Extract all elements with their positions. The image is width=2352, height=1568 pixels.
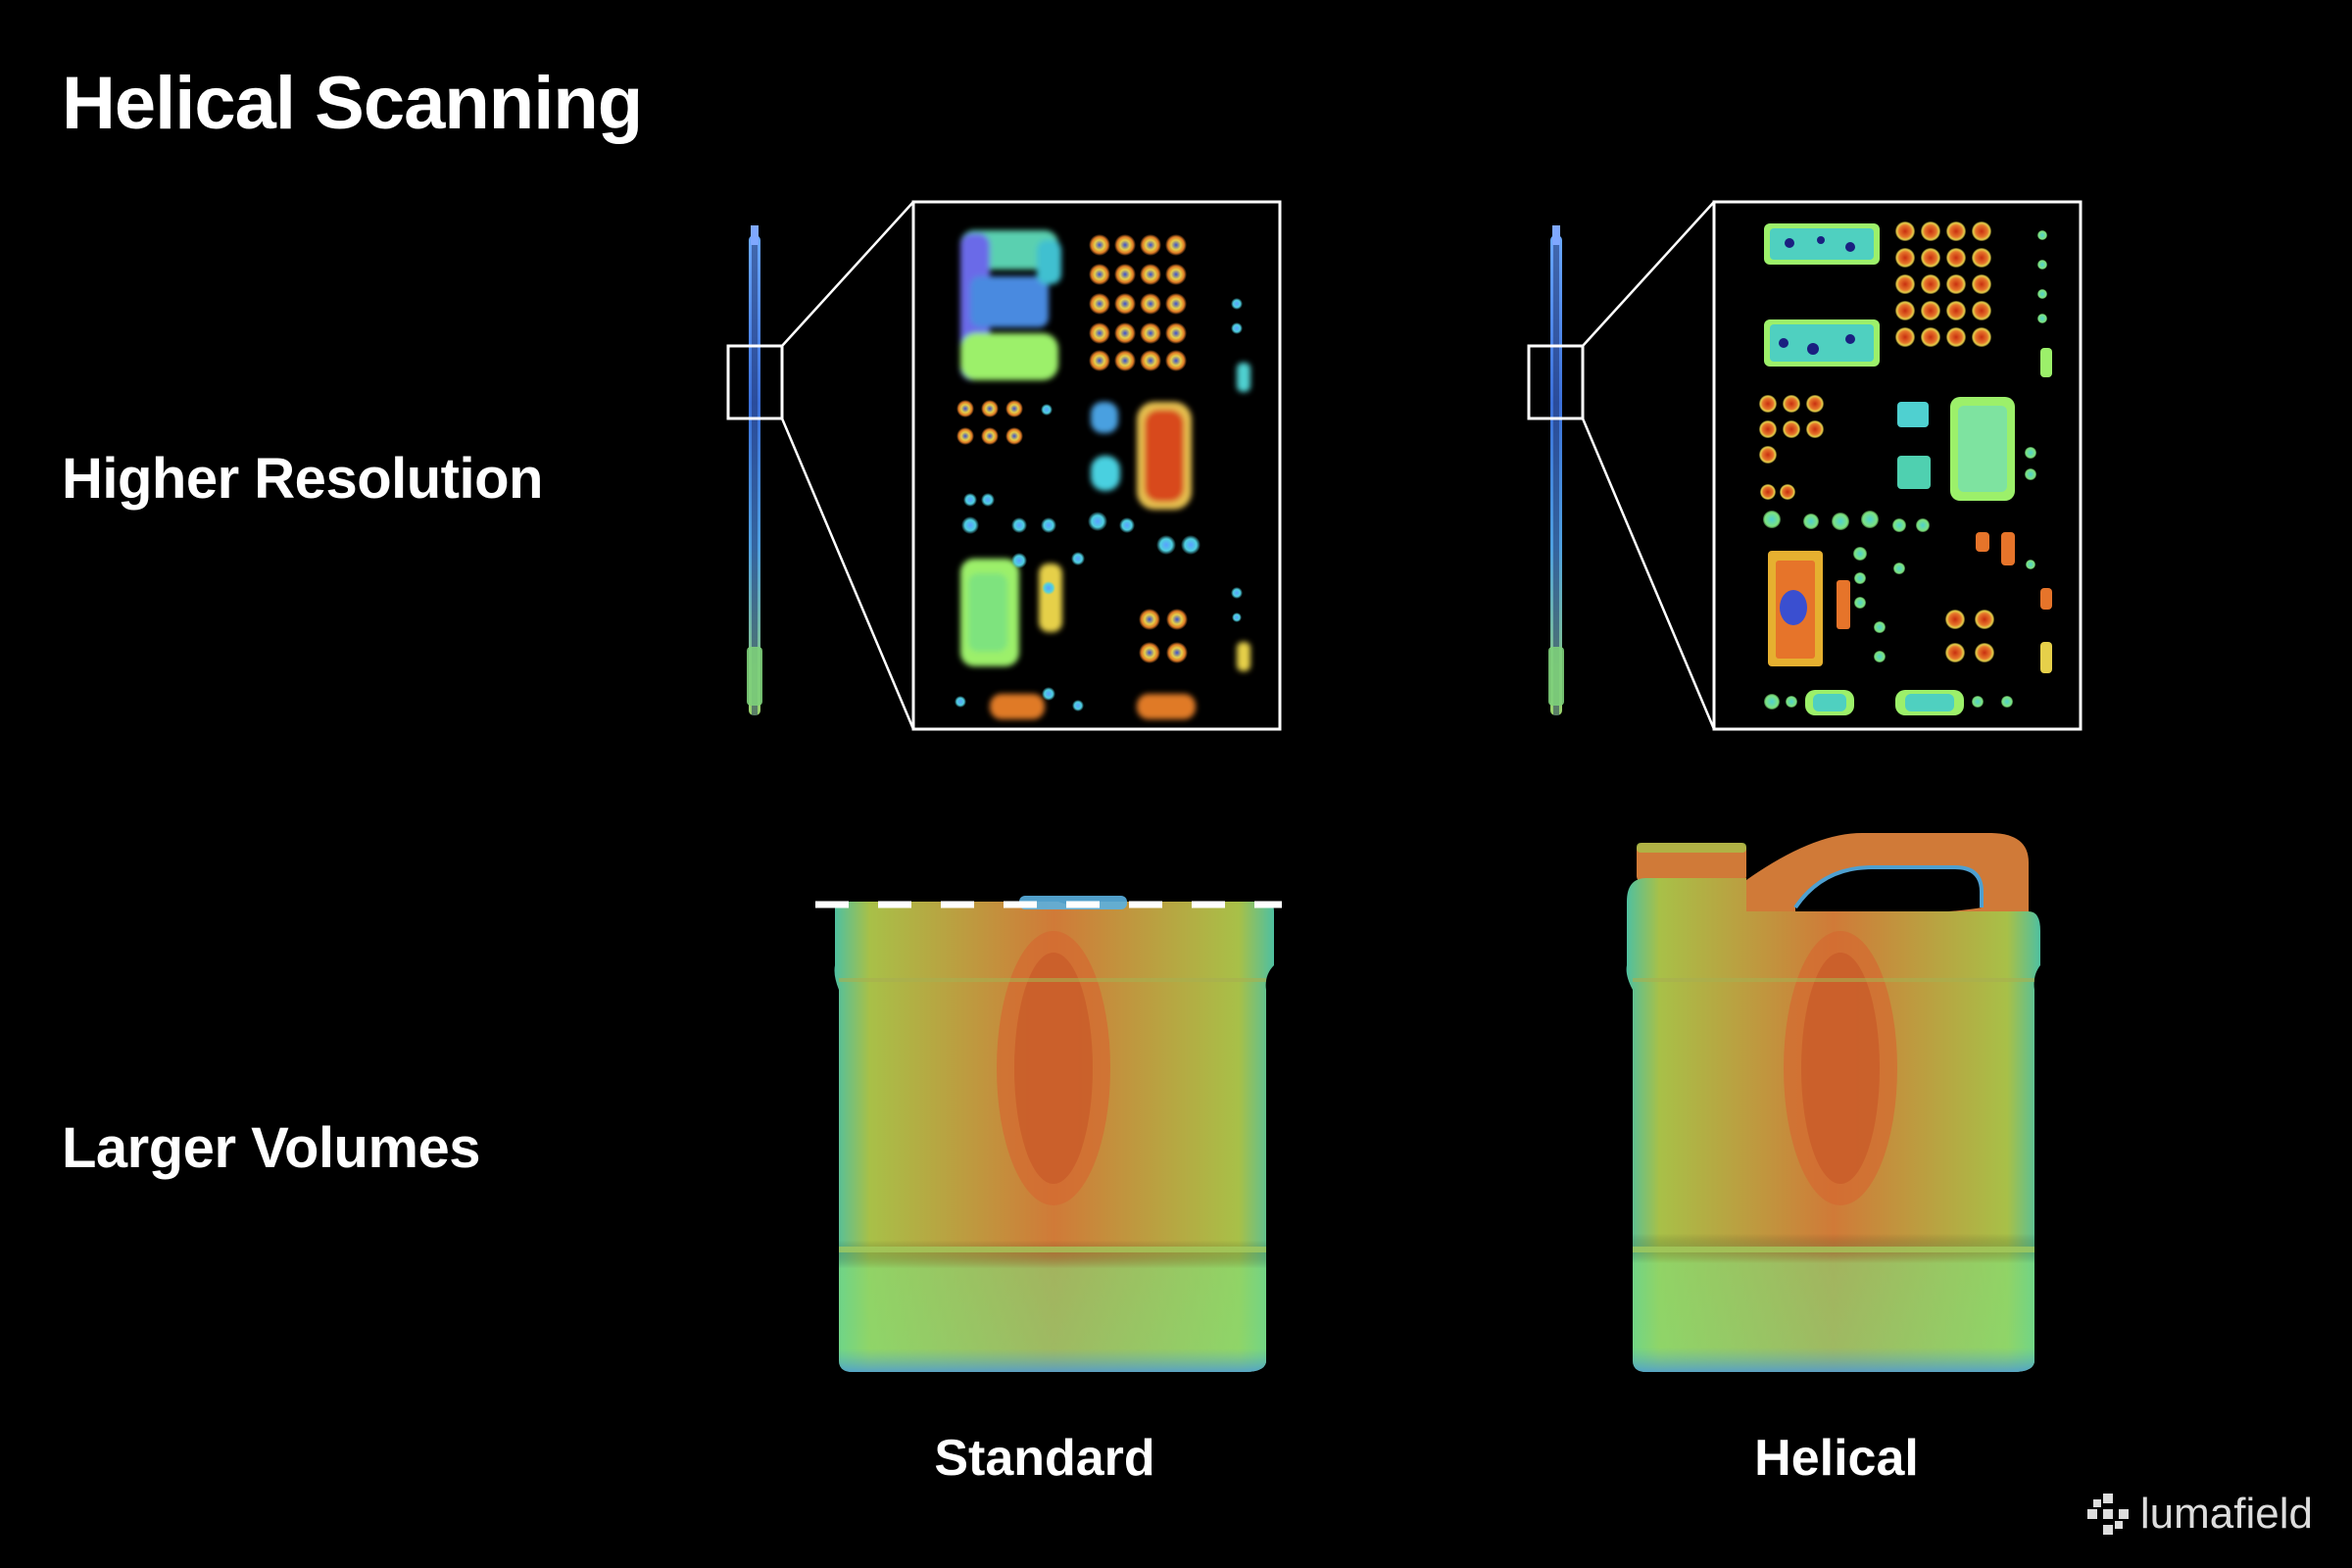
rod-sample-icon: [747, 225, 762, 715]
zoom-region-marker: [726, 344, 784, 420]
dot-grid: [955, 234, 1243, 711]
column-label-standard: Standard: [934, 1430, 1155, 1487]
dot-grid: [1759, 221, 2047, 710]
helical-jug-scan: [1626, 833, 2040, 1372]
page-title: Helical Scanning: [62, 62, 643, 145]
rod-sample-icon: [1548, 225, 1564, 715]
helical-resolution-panel: [1527, 200, 2082, 731]
zoom-region-marker: [1527, 344, 1585, 420]
row-label-larger-volumes: Larger Volumes: [62, 1116, 481, 1180]
brand-name: lumafield: [2139, 1490, 2313, 1538]
standard-jug-scan: [815, 896, 1282, 1372]
standard-resolution-panel: [726, 200, 1282, 731]
brand-logo: lumafield: [2085, 1490, 2313, 1539]
row-label-higher-resolution: Higher Resolution: [62, 447, 543, 511]
column-label-helical: Helical: [1754, 1430, 1919, 1487]
lumafield-logo-icon: [2086, 1494, 2129, 1535]
